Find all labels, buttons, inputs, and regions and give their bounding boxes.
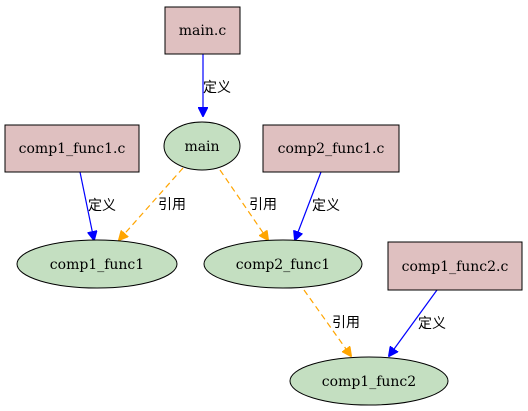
edge-ref-main-to-comp2-func1 — [219, 169, 268, 240]
edge-define-comp1-func2-c-to-comp1-func2 — [389, 289, 438, 356]
node-main: main — [163, 121, 241, 171]
node-label: comp1_func1.c — [19, 141, 126, 157]
edge-label-define-comp1-func1: 定义 — [88, 198, 116, 214]
node-main-c: main.c — [164, 6, 241, 55]
node-comp1-func1-c: comp1_func1.c — [4, 124, 140, 173]
node-comp1-func2-c: comp1_func2.c — [387, 241, 523, 291]
node-label: main.c — [179, 23, 227, 39]
node-label: comp1_func1 — [50, 257, 144, 273]
edge-label-define-main: 定义 — [203, 80, 231, 96]
edge-label-define-comp2-func1: 定义 — [312, 198, 340, 214]
edge-label-define-comp1-func2: 定义 — [418, 316, 446, 332]
node-label: comp2_func1 — [236, 257, 330, 273]
edge-ref-comp2-func1-to-comp1-func2 — [303, 289, 351, 356]
node-comp2-func1: comp2_func1 — [203, 239, 363, 289]
edge-define-comp1-func1-c-to-comp1-func1 — [79, 171, 94, 240]
node-label: comp1_func2.c — [402, 259, 509, 275]
node-comp2-func1-c: comp2_func1.c — [262, 124, 400, 173]
edge-define-comp2-func1-c-to-comp2-func1 — [295, 171, 322, 240]
edge-ref-main-to-comp1-func1 — [119, 167, 184, 240]
node-comp1-func1: comp1_func1 — [16, 239, 178, 289]
edge-label-ref-main-comp1-func1: 引用 — [158, 197, 186, 213]
node-label: comp2_func1.c — [278, 141, 385, 157]
edge-label-ref-main-comp2-func1: 引用 — [249, 197, 277, 213]
edge-label-ref-comp2-func1-comp1-func2: 引用 — [332, 315, 360, 331]
node-label: comp1_func2 — [322, 374, 416, 390]
node-label: main — [184, 139, 219, 155]
node-comp1-func2: comp1_func2 — [289, 356, 449, 406]
